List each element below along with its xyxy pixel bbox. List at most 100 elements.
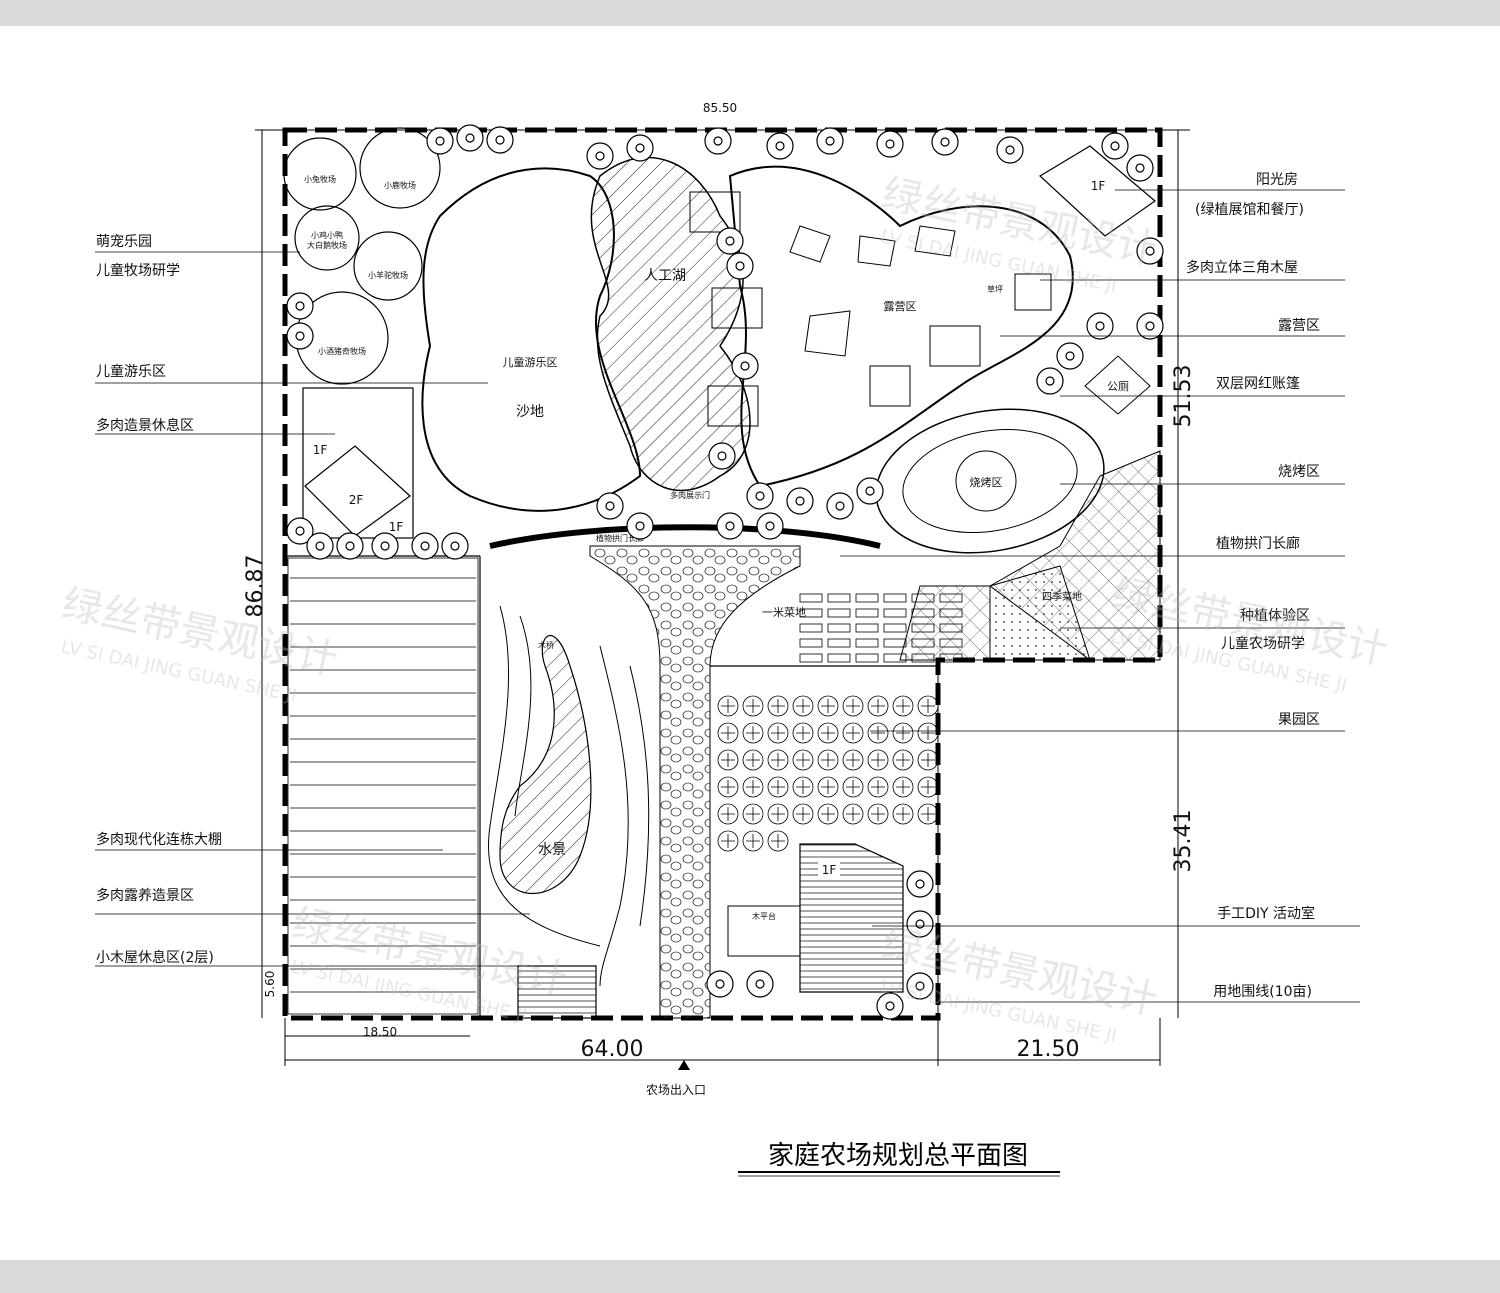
tree-icon (726, 252, 754, 280)
kids-zone-label: 儿童游乐区 (503, 355, 558, 369)
fruit-tree-icon (792, 749, 814, 771)
fruit-tree-icon (917, 695, 939, 717)
tree-icon (286, 292, 314, 320)
tree-icon (816, 127, 844, 155)
fruit-tree-icon (717, 749, 739, 771)
gate-label: 多肉展示门 (670, 490, 710, 500)
entrance-label: 农场出入口 (646, 1083, 706, 1097)
tree-icon (1086, 312, 1114, 340)
bridge-label: 木桥 (538, 640, 554, 650)
fruit-tree-icon (742, 830, 764, 852)
tree-icon (876, 130, 904, 158)
fruit-tree-icon (767, 749, 789, 771)
fruit-tree-icon (892, 722, 914, 744)
tree-icon (746, 482, 774, 510)
fruit-tree-icon (867, 722, 889, 744)
fruit-tree-icon (892, 803, 914, 825)
fruit-tree-icon (892, 749, 914, 771)
tree-icon (996, 136, 1024, 164)
tree-icon (1036, 367, 1064, 395)
tree-icon (786, 487, 814, 515)
fruit-tree-icon (867, 803, 889, 825)
tree-icon (1101, 132, 1129, 160)
fruit-tree-icon (817, 776, 839, 798)
tree-icon (766, 132, 794, 160)
tree-icon (756, 512, 784, 540)
tree-icon (731, 352, 759, 380)
diy-building (799, 843, 904, 993)
pasture-goat: 小酒猪奇牧场 (318, 346, 366, 356)
pasture-sheep: 小羊驼牧场 (368, 270, 408, 280)
label-kids-play: 儿童游乐区 (96, 363, 166, 380)
fruit-tree-icon (767, 722, 789, 744)
tree-icon (876, 992, 904, 1020)
tree-icon (626, 512, 654, 540)
fruit-tree-icon (867, 749, 889, 771)
fruit-tree-icon (842, 722, 864, 744)
sand-label: 沙地 (516, 404, 544, 420)
tree-icon (441, 532, 469, 560)
camp-zone (728, 165, 1074, 488)
veg-label: 一米菜地 (762, 606, 806, 619)
label-sunroom-sub: (绿植展馆和餐厅) (1195, 202, 1304, 218)
fruit-tree-icon (892, 776, 914, 798)
lake-label: 人工湖 (644, 268, 686, 284)
fruit-tree-icon (792, 722, 814, 744)
kids-zone-path (421, 167, 642, 512)
dim-left-small: 5.60 (263, 971, 277, 998)
field-label: 四季菜地 (1042, 590, 1082, 603)
site-plan: 85.50 51.53 35.41 86.87 5.60 18.50 64.00… (58, 101, 1391, 1177)
tree-icon (716, 512, 744, 540)
toilet (1084, 355, 1151, 415)
dim-bottom-main: 64.00 (581, 1037, 644, 1062)
pasture-rabbit: 小兔牧场 (304, 174, 336, 184)
artificial-lake (590, 156, 751, 492)
tree-icon (1136, 237, 1164, 265)
fruit-tree-icon (742, 776, 764, 798)
diy-floor: 1F (822, 863, 837, 877)
label-camp: 露营区 (1278, 318, 1320, 334)
fruit-tree-icon (817, 722, 839, 744)
tree-icon (486, 126, 514, 154)
fruit-tree-icon (817, 695, 839, 717)
water-feature (499, 634, 592, 894)
fruit-tree-icon (792, 695, 814, 717)
fruit-tree-icon (742, 695, 764, 717)
tree-icon (704, 127, 732, 155)
toilet-label: 公厕 (1107, 380, 1129, 393)
tree-icon (411, 532, 439, 560)
left-leaders (95, 251, 530, 967)
pasture-chicken: 小鸡小鸭大白鹅牧场 (307, 230, 347, 250)
dim-top: 85.50 (703, 101, 737, 115)
fruit-tree-icon (767, 803, 789, 825)
fruit-tree-icon (717, 776, 739, 798)
label-bbq: 烧烤区 (1278, 464, 1320, 480)
tree-icon (596, 492, 624, 520)
fruit-tree-icon (742, 749, 764, 771)
veg-plots (799, 593, 963, 663)
label-arch: 植物拱门长廊 (1216, 535, 1300, 552)
tree-icon (1056, 342, 1084, 370)
sunroom (1039, 145, 1156, 237)
tree-icon (626, 134, 654, 162)
fruit-tree-icon (767, 776, 789, 798)
fruit-tree-icon (817, 749, 839, 771)
tree-icon (708, 442, 736, 470)
tree-icon (746, 970, 774, 998)
fruit-tree-icon (917, 749, 939, 771)
fruit-tree-icon (842, 749, 864, 771)
tree-icon (371, 532, 399, 560)
tree-icon (306, 532, 334, 560)
label-cabin: 小木屋休息区(2层) (96, 949, 214, 966)
sunroom-floor: 1F (1091, 179, 1106, 193)
fruit-tree-icon (917, 776, 939, 798)
label-diy: 手工DIY 活动室 (1217, 905, 1315, 922)
tree-icon (426, 127, 454, 155)
fruit-tree-icon (717, 722, 739, 744)
tree-icon (906, 870, 934, 898)
label-outdoor-succulent: 多肉露养造景区 (96, 887, 194, 904)
fruit-tree-icon (917, 803, 939, 825)
fruit-tree-icon (842, 776, 864, 798)
greenhouse (287, 557, 479, 1015)
tree-icon (1136, 312, 1164, 340)
